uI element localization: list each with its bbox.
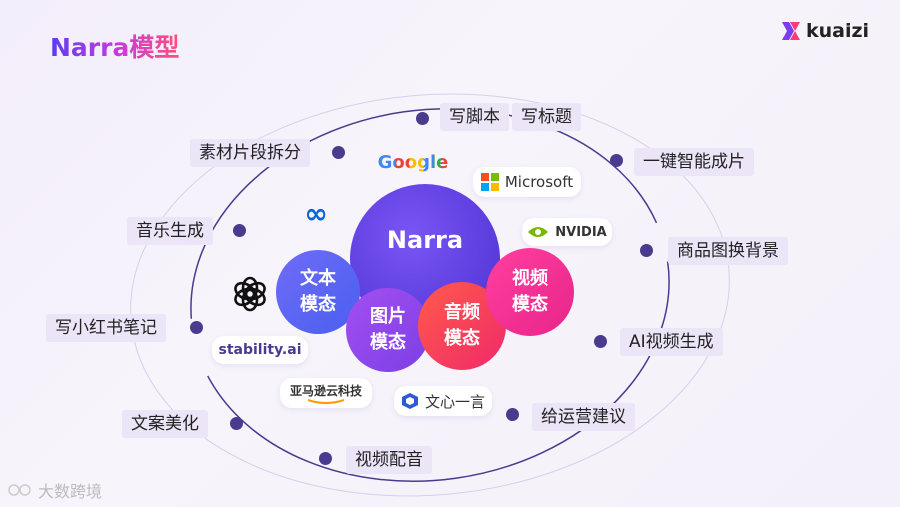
orbit-dot: [640, 244, 653, 257]
feature-copy-polish: 文案美化: [122, 410, 208, 438]
orbit-dot: [332, 146, 345, 159]
wenxin-icon: [401, 393, 418, 409]
orbit-dot: [230, 417, 243, 430]
kuaizi-logo-icon: [782, 22, 800, 40]
image-modality-label: 图片 模态: [370, 306, 406, 353]
orbit-dot: [190, 321, 203, 334]
microsoft-logo: Microsoft: [473, 167, 581, 197]
amazon-logo: 亚马逊云科技: [280, 378, 372, 408]
microsoft-text: Microsoft: [504, 173, 574, 191]
orbit-dot: [416, 112, 429, 125]
brand-logo: kuaizi: [780, 20, 869, 42]
amazon-text: 亚马逊云科技: [289, 383, 362, 398]
openai-icon: [234, 276, 266, 312]
feature-music-gen: 音乐生成: [127, 217, 213, 245]
page-title: Narra模型: [50, 28, 179, 64]
nvidia-logo: NVIDIA: [522, 218, 612, 246]
feature-write-script: 写脚本: [440, 103, 509, 131]
wenxin-logo: 文心一言: [394, 386, 492, 416]
feature-material-split: 素材片段拆分: [190, 139, 310, 167]
meta-icon: ∞: [304, 196, 328, 230]
feature-product-bg: 商品图换背景: [668, 237, 788, 265]
orbit-dot: [594, 335, 607, 348]
feature-one-click: 一键智能成片: [634, 148, 754, 176]
nvidia-text: NVIDIA: [555, 224, 607, 240]
video-modality-label: 视频 模态: [512, 268, 548, 315]
watermark: 大数跨境: [8, 478, 102, 502]
logo-text: kuaizi: [806, 20, 870, 42]
watermark-text: 大数跨境: [38, 482, 103, 501]
orbit-dot: [610, 154, 623, 167]
orbit-dot: [319, 452, 332, 465]
feature-operation-advice: 给运营建议: [532, 403, 635, 431]
wenxin-text: 文心一言: [424, 392, 485, 411]
image-modality-circle: 图片 模态: [346, 288, 430, 372]
feature-xiaohongshu: 写小红书笔记: [46, 314, 166, 342]
narra-core-label: Narra: [386, 226, 464, 254]
stability-text: stability.ai: [218, 342, 302, 358]
microsoft-icon: [480, 173, 499, 191]
orbit-dot: [506, 408, 519, 421]
feature-write-title: 写标题: [512, 103, 581, 131]
amazon-smile-icon: [307, 398, 345, 404]
text-modality-label: 文本 模态: [300, 268, 336, 315]
feature-ai-video: AI视频生成: [620, 328, 723, 356]
video-modality-circle: 视频 模态: [486, 248, 574, 336]
google-text: Google: [377, 151, 449, 173]
meta-logo: ∞: [292, 196, 340, 230]
orbit-dot: [233, 224, 246, 237]
audio-modality-label: 音频 模态: [444, 302, 480, 349]
stability-logo: stability.ai: [212, 336, 308, 364]
feature-video-dub: 视频配音: [346, 446, 432, 474]
watermark-icon: [8, 484, 31, 496]
nvidia-eye-icon: [528, 227, 549, 237]
google-logo: Google: [377, 148, 449, 176]
openai-logo: [226, 272, 274, 316]
